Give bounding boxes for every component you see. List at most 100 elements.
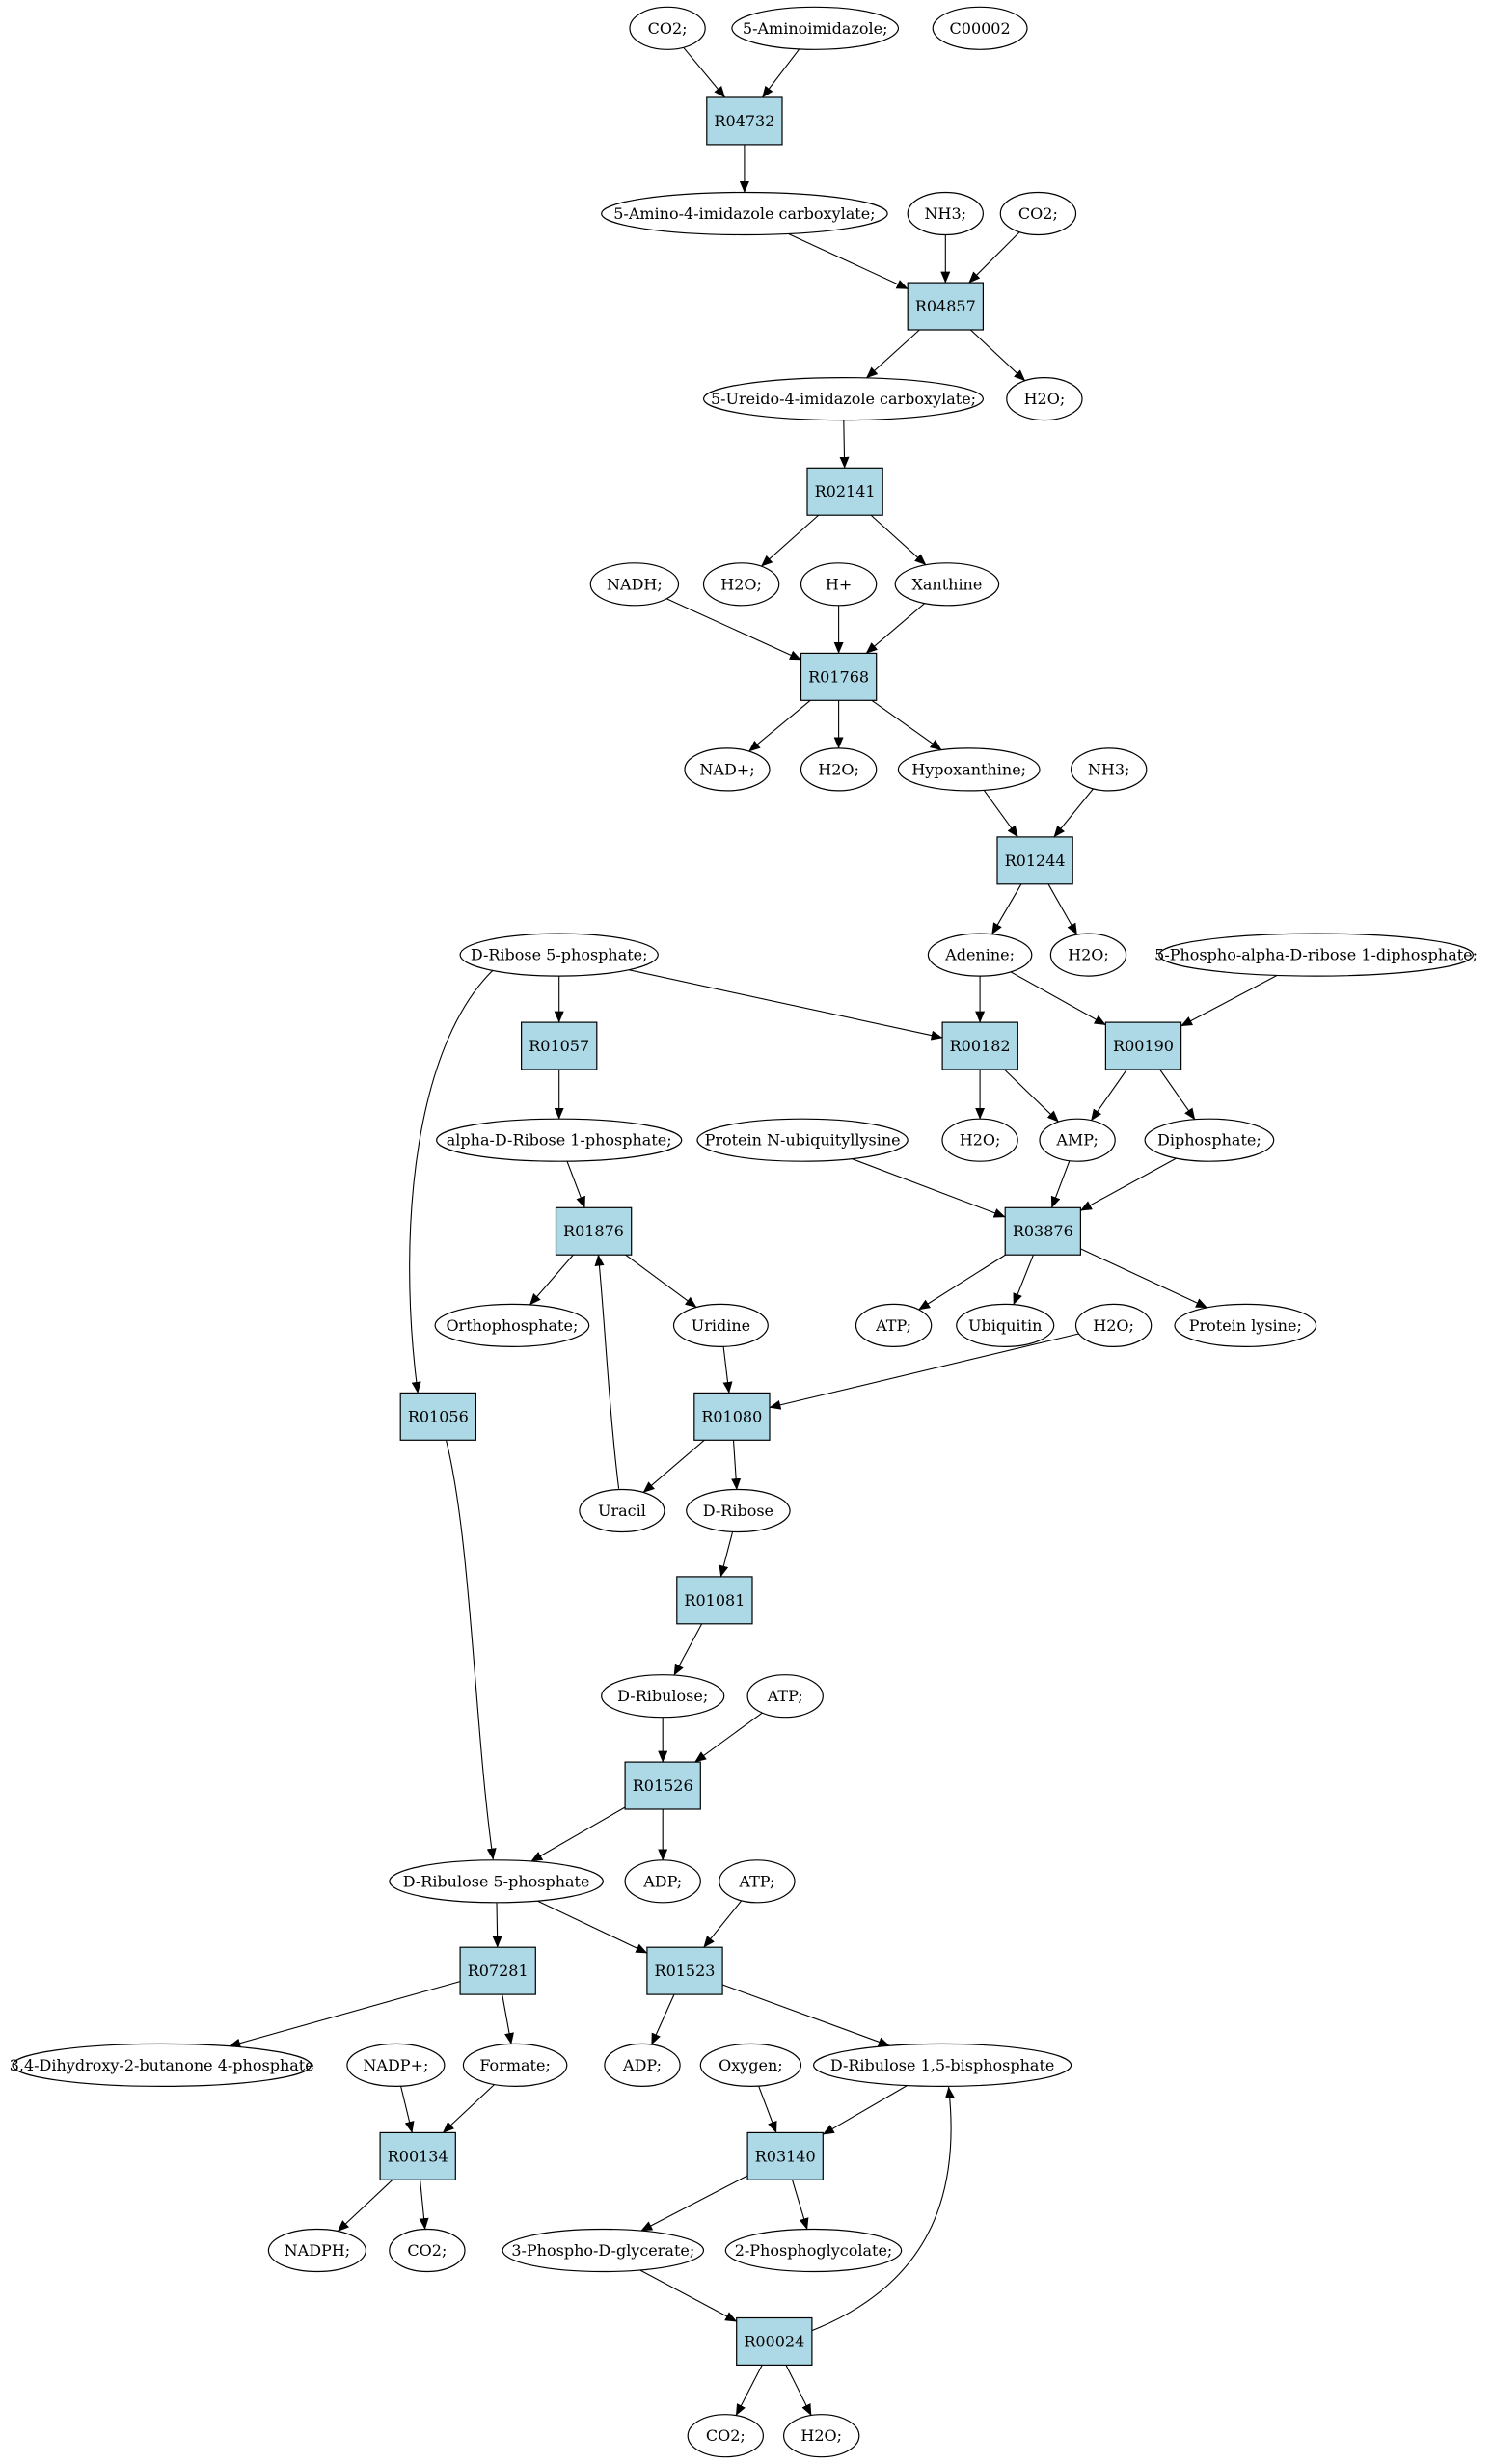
compound-node-adenine[interactable]: Adenine; bbox=[927, 933, 1033, 977]
compound-node-co2_d[interactable]: CO2; bbox=[687, 2414, 765, 2458]
reaction-node-r01768[interactable]: R01768 bbox=[800, 652, 878, 701]
compound-node-co2_c[interactable]: CO2; bbox=[389, 2228, 466, 2273]
reaction-node-r01244[interactable]: R01244 bbox=[996, 836, 1073, 885]
compound-node-nh3_b[interactable]: NH3; bbox=[1070, 747, 1148, 792]
edge-R00190-to-amp bbox=[1090, 1069, 1127, 1122]
compound-node-hplus[interactable]: H+ bbox=[800, 562, 878, 607]
compound-node-adrib1p[interactable]: alpha-D-Ribose 1-phosphate; bbox=[436, 1118, 683, 1162]
compound-ellipse bbox=[1074, 1303, 1153, 1348]
reaction-node-r00134[interactable]: R00134 bbox=[379, 2131, 456, 2180]
edge-rubp-to-R03140 bbox=[822, 2085, 908, 2135]
compound-node-co2_a[interactable]: CO2; bbox=[629, 6, 706, 50]
compound-ellipse bbox=[12, 2043, 312, 2087]
compound-ellipse bbox=[1070, 747, 1148, 792]
edge-nadh-to-R01768 bbox=[665, 598, 801, 661]
compound-node-xanthine[interactable]: Xanthine bbox=[894, 562, 1000, 607]
compound-node-adp_a[interactable]: ADP; bbox=[624, 1859, 701, 1904]
compound-node-h2o_e[interactable]: H2O; bbox=[941, 1118, 1018, 1162]
compound-node-c00002[interactable]: C00002 bbox=[932, 6, 1028, 50]
compound-node-uridine[interactable]: Uridine bbox=[672, 1303, 769, 1348]
edge-co2_b-to-R04857 bbox=[968, 231, 1020, 284]
compound-node-formate[interactable]: Formate; bbox=[462, 2043, 568, 2087]
edge-R01244-to-h2o_d bbox=[1047, 883, 1078, 935]
reaction-node-r00182[interactable]: R00182 bbox=[941, 1021, 1018, 1070]
reaction-label: R01244 bbox=[1005, 852, 1066, 870]
compound-node-h2o_a[interactable]: H2O; bbox=[1006, 377, 1083, 421]
edge-uridine-to-R01080 bbox=[722, 1346, 733, 1394]
compound-label: H2O; bbox=[1024, 390, 1066, 408]
compound-label: NH3; bbox=[1088, 760, 1130, 778]
edge-formate-to-R00134 bbox=[442, 2084, 495, 2133]
compound-node-h2o_c[interactable]: H2O; bbox=[800, 747, 878, 792]
reaction-node-r01080[interactable]: R01080 bbox=[693, 1392, 771, 1441]
compound-label: NAD+; bbox=[699, 760, 754, 778]
compound-node-atp_b[interactable]: ATP; bbox=[746, 1674, 824, 1719]
edge-R03876-to-atp_a bbox=[918, 1254, 1006, 1311]
compound-node-oxygen[interactable]: Oxygen; bbox=[699, 2043, 802, 2087]
compound-node-orthophosphate[interactable]: Orthophosphate; bbox=[434, 1303, 590, 1348]
compound-node-co2_b[interactable]: CO2; bbox=[999, 191, 1077, 236]
compound-node-h2o_d[interactable]: H2O; bbox=[1049, 933, 1127, 977]
reaction-label: R04857 bbox=[915, 297, 976, 315]
compound-node-pglycolate2[interactable]: 2-Phosphoglycolate; bbox=[724, 2228, 903, 2273]
compound-node-adp_b[interactable]: ADP; bbox=[604, 2043, 681, 2087]
compound-ellipse bbox=[687, 2414, 765, 2458]
compound-ellipse bbox=[1039, 1118, 1116, 1162]
compound-label: 5-Aminoimidazole; bbox=[743, 19, 888, 38]
compound-node-atp_a[interactable]: ATP; bbox=[855, 1303, 933, 1348]
compound-node-h2o_b[interactable]: H2O; bbox=[702, 562, 780, 607]
edge-prpp-to-R00190 bbox=[1180, 974, 1278, 1027]
reaction-node-r04732[interactable]: R04732 bbox=[706, 96, 783, 146]
compound-ellipse bbox=[1174, 1303, 1317, 1348]
compound-ellipse bbox=[601, 1674, 725, 1719]
reaction-node-r01056[interactable]: R01056 bbox=[399, 1392, 477, 1441]
compound-ellipse bbox=[932, 6, 1028, 50]
compound-node-nh3_a[interactable]: NH3; bbox=[907, 191, 985, 236]
reaction-node-r01057[interactable]: R01057 bbox=[520, 1021, 598, 1070]
reaction-node-r01876[interactable]: R01876 bbox=[555, 1206, 633, 1256]
reaction-node-r00190[interactable]: R00190 bbox=[1104, 1021, 1182, 1070]
compound-node-prpp[interactable]: 5-Phospho-alpha-D-ribose 1-diphosphate; bbox=[1154, 933, 1478, 977]
reaction-label: R03876 bbox=[1013, 1222, 1073, 1240]
reaction-node-r07281[interactable]: R07281 bbox=[459, 1946, 536, 1995]
reaction-node-r02141[interactable]: R02141 bbox=[806, 467, 883, 516]
compound-node-amp[interactable]: AMP; bbox=[1039, 1118, 1116, 1162]
compound-node-atp_c[interactable]: ATP; bbox=[719, 1859, 796, 1904]
edge-R00182-to-amp bbox=[1004, 1069, 1059, 1123]
compound-node-uracil[interactable]: Uracil bbox=[579, 1488, 665, 1533]
compound-node-hypoxanthine[interactable]: Hypoxanthine; bbox=[897, 747, 1041, 792]
compound-node-dribu5p[interactable]: D-Ribulose 5-phosphate bbox=[389, 1859, 604, 1904]
compound-node-rubp[interactable]: D-Ribulose 1,5-bisphosphate bbox=[812, 2043, 1072, 2087]
compound-node-uic[interactable]: 5-Ureido-4-imidazole carboxylate; bbox=[702, 377, 984, 421]
compound-node-dribose[interactable]: D-Ribose bbox=[686, 1488, 791, 1533]
compound-node-diphosphate[interactable]: Diphosphate; bbox=[1144, 1118, 1275, 1162]
reaction-node-r00024[interactable]: R00024 bbox=[736, 2316, 813, 2367]
edge-R07281-to-formate bbox=[502, 1994, 514, 2044]
compound-node-dhbp[interactable]: 3,4-Dihydroxy-2-butanone 4-phosphate bbox=[10, 2043, 314, 2087]
reaction-node-r03140[interactable]: R03140 bbox=[746, 2131, 824, 2180]
compound-node-nadplus[interactable]: NAD+; bbox=[684, 747, 771, 792]
compound-node-dribulose[interactable]: D-Ribulose; bbox=[601, 1674, 725, 1719]
compound-node-protnubq[interactable]: Protein N-ubiquityllysine bbox=[696, 1118, 909, 1162]
compound-ellipse bbox=[624, 1859, 701, 1904]
compound-node-nadh[interactable]: NADH; bbox=[589, 562, 680, 607]
compound-node-pga3[interactable]: 3-Phospho-D-glycerate; bbox=[502, 2228, 705, 2273]
reaction-node-r03876[interactable]: R03876 bbox=[1004, 1206, 1081, 1256]
reaction-node-r01523[interactable]: R01523 bbox=[646, 1946, 723, 1995]
compound-label: ATP; bbox=[767, 1687, 803, 1705]
compound-node-protlys[interactable]: Protein lysine; bbox=[1174, 1303, 1317, 1348]
edge-R01876-to-orthophosphate bbox=[529, 1254, 574, 1306]
compound-node-ubiquitin[interactable]: Ubiquitin bbox=[956, 1303, 1055, 1348]
compound-node-aic[interactable]: 5-Amino-4-imidazole carboxylate; bbox=[601, 191, 888, 236]
compound-node-drib5p[interactable]: D-Ribose 5-phosphate; bbox=[459, 933, 659, 977]
compound-node-aminoimidazole[interactable]: 5-Aminoimidazole; bbox=[731, 6, 900, 50]
compound-node-h2o_g[interactable]: H2O; bbox=[783, 2414, 860, 2458]
reaction-box bbox=[800, 652, 878, 701]
compound-node-nadph[interactable]: NADPH; bbox=[267, 2228, 366, 2273]
compound-ellipse bbox=[696, 1118, 909, 1162]
compound-node-h2o_f[interactable]: H2O; bbox=[1074, 1303, 1153, 1348]
reaction-node-r04857[interactable]: R04857 bbox=[907, 282, 985, 331]
reaction-node-r01526[interactable]: R01526 bbox=[624, 1761, 701, 1810]
compound-node-nadpplus[interactable]: NADP+; bbox=[346, 2043, 446, 2087]
reaction-node-r01081[interactable]: R01081 bbox=[676, 1576, 753, 1625]
